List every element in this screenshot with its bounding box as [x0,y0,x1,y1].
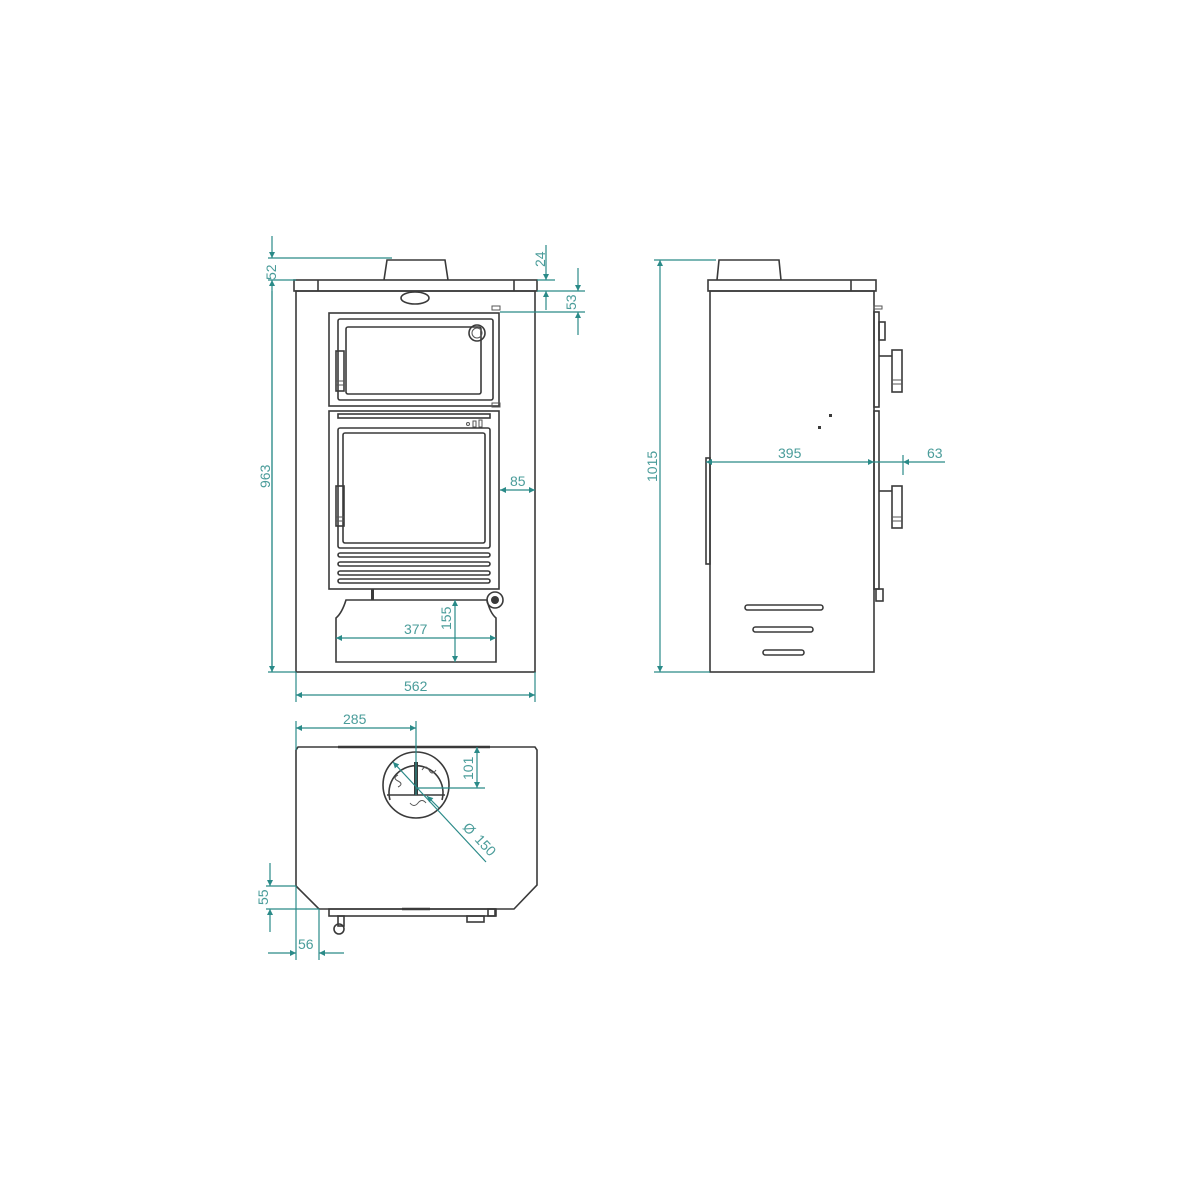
dim-overall-width: 562 [404,678,428,694]
side-view: 1015 395 63 [644,259,945,673]
oven-handle [335,350,345,392]
dim-flue-height: 52 [263,264,279,280]
air-control-knob [486,591,504,609]
dim-drawer-width: 377 [404,621,428,637]
firebox-window [342,432,486,544]
firebox-door [328,410,500,590]
side-oven-handle [891,349,903,393]
dim-flue-diameter-symbol: Ø [460,819,479,838]
logo-badge [400,291,430,305]
front-view: 52 963 24 53 85 377 155 562 [257,236,585,702]
stove-body [295,290,536,673]
dim-flue-center-offset: 285 [343,711,367,727]
dim-flue-from-back: 101 [460,756,476,780]
dim-handle-projection: 63 [927,445,943,461]
dim-side-depth: 395 [778,445,802,461]
top-outline [295,746,538,910]
dim-side-overall-height: 1015 [644,451,660,482]
dim-top-offset: 24 [532,251,548,267]
hob-top-plate [293,279,538,292]
side-rear-edge [705,457,711,565]
side-body [709,290,875,673]
firebox-handle [335,485,345,527]
side-firebox-door-edge [873,410,880,590]
top-view: 285 101 Ø 150 55 56 [255,711,538,960]
dim-chamfer-width: 56 [298,936,314,952]
side-firebox-handle [891,485,903,529]
dim-chamfer-depth: 55 [255,889,271,905]
oven-door [328,312,500,407]
air-grille [337,552,491,558]
flue-collar [383,259,449,281]
dim-overall-height: 963 [257,464,273,488]
dim-side-depth: 85 [510,473,526,489]
oven-window [345,326,482,395]
side-vent [744,604,824,611]
side-oven-door-edge [873,311,880,408]
side-flue-collar [716,259,782,281]
dim-drawer-height: 155 [438,606,454,630]
thermometer-icon [468,324,486,342]
top-handle-knob [333,923,345,935]
dim-flue-diameter: 150 [472,831,500,859]
dim-oven-offset: 53 [563,294,579,310]
